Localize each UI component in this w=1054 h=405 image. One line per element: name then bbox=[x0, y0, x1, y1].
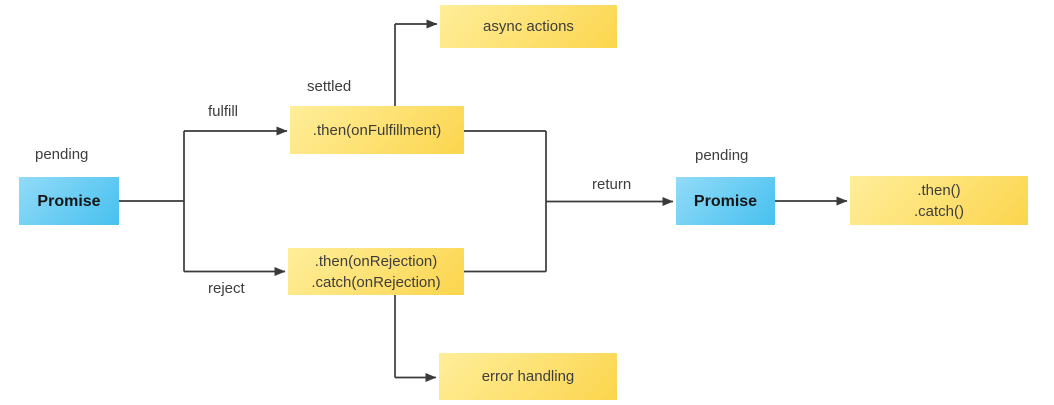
node-promise-initial: Promise bbox=[19, 177, 119, 225]
node-error-handling-label: error handling bbox=[481, 368, 575, 385]
node-error-handling: error handling bbox=[439, 353, 617, 400]
label-return: return bbox=[592, 176, 632, 193]
node-then-catch-line2: .catch() bbox=[913, 202, 964, 220]
label-pending-right: pending bbox=[695, 147, 749, 164]
label-pending-left: pending bbox=[35, 146, 89, 163]
node-then-fulfillment-label: .then(onFulfillment) bbox=[312, 121, 442, 139]
node-then-rejection-line2: .catch(onRejection) bbox=[311, 273, 441, 291]
node-then-fulfillment: .then(onFulfillment) bbox=[290, 106, 464, 154]
node-async-actions-label: async actions bbox=[483, 18, 574, 35]
label-reject: reject bbox=[208, 280, 245, 297]
node-async-actions: async actions bbox=[440, 5, 617, 48]
node-then-catch-line1: .then() bbox=[917, 181, 961, 199]
node-promise-returned: Promise bbox=[676, 177, 775, 225]
node-then-rejection-line1: .then(onRejection) bbox=[314, 252, 438, 270]
label-fulfill: fulfill bbox=[208, 103, 239, 120]
node-promise-returned-label: Promise bbox=[693, 192, 758, 210]
label-settled: settled bbox=[307, 78, 352, 95]
node-then-rejection: .then(onRejection) .catch(onRejection) bbox=[288, 248, 464, 295]
node-promise-initial-label: Promise bbox=[37, 192, 101, 210]
node-then-catch: .then() .catch() bbox=[850, 176, 1028, 225]
